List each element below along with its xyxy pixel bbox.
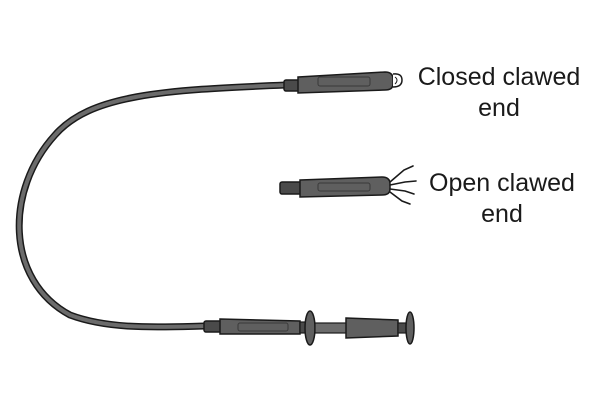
finger-grip — [304, 310, 316, 346]
open-clawed-end-label: Open clawed end — [407, 168, 597, 230]
open-claw-prongs-icon — [389, 165, 417, 205]
flexible-cable — [15, 81, 290, 331]
plunger-handle — [203, 310, 415, 346]
closed-claw-tip-icon — [392, 73, 403, 88]
open-clawed-end — [279, 165, 417, 205]
closed-clawed-end-label: Closed clawed end — [404, 62, 594, 124]
closed-label-line2: end — [478, 94, 520, 122]
closed-label-line1: Closed clawed — [417, 63, 581, 91]
open-label-line1: Open clawed — [429, 169, 575, 197]
open-label-line2: end — [481, 200, 523, 228]
thumb-plunger-cap — [405, 311, 415, 345]
closed-clawed-end — [283, 71, 403, 94]
